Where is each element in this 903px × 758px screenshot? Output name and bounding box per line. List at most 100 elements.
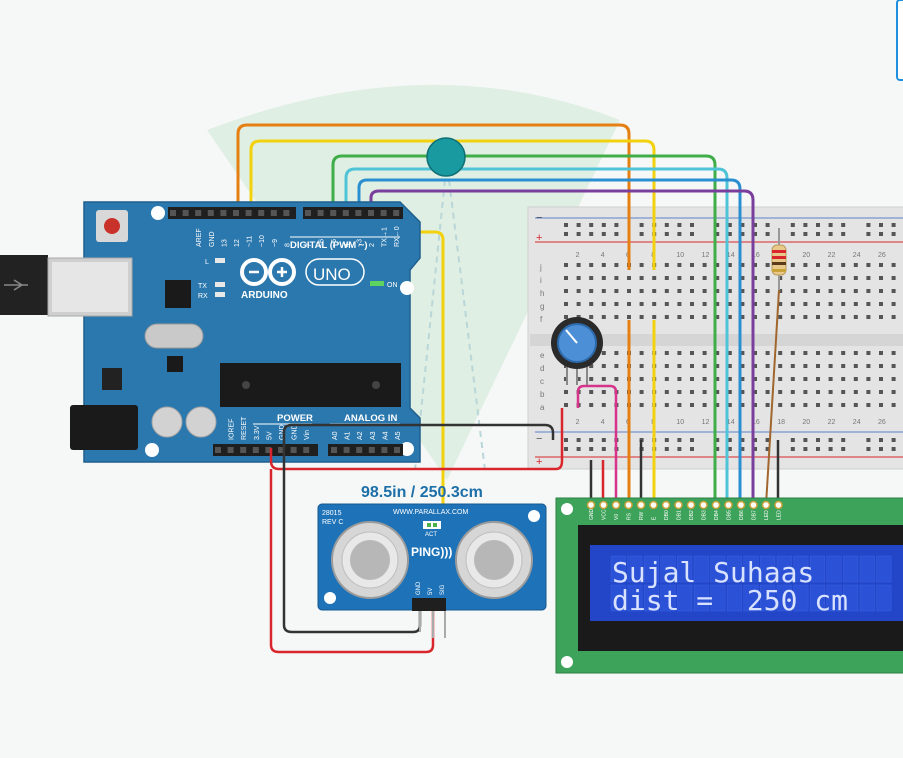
lcd-pin-label: DB0 <box>664 510 670 520</box>
power-pin-label: Vin <box>304 430 311 440</box>
sensor-detection-area <box>207 84 620 480</box>
digital-pin-label: ~6 <box>319 239 326 247</box>
wire-magenta-contrast[interactable] <box>576 384 618 505</box>
digital-header-right[interactable] <box>303 207 403 219</box>
row-letter-f: f <box>540 315 543 324</box>
lcd-pin[interactable] <box>661 500 671 510</box>
lcd-pin[interactable] <box>761 500 771 510</box>
lcd-pin[interactable] <box>624 500 633 510</box>
row-letter-i: i <box>540 276 542 285</box>
sensor-pins[interactable]: GND 5V SIG <box>412 581 446 638</box>
analog-pin-label: A1 <box>345 431 352 440</box>
wire-red-5v[interactable] <box>269 408 564 471</box>
ping-ultrasonic-sensor[interactable]: 98.5in / 250.3cm 28015 REV C WWW.PARALLA… <box>317 484 547 638</box>
lcd-pin[interactable] <box>724 500 733 510</box>
lcd-line-2: dist = 250 cm <box>612 584 848 617</box>
lcd-pin-label: DB6 <box>739 510 745 520</box>
lcd-pin-label: RS <box>627 512 633 520</box>
row-letter-d: d <box>540 364 544 373</box>
capacitor <box>185 406 217 438</box>
mount-hole <box>151 206 165 220</box>
power-jack[interactable] <box>70 405 138 450</box>
wire-green[interactable] <box>331 154 717 505</box>
mount-hole <box>400 281 414 295</box>
analog-pin-label: A0 <box>332 431 339 440</box>
ultrasonic-transducer-icon <box>331 521 409 599</box>
lcd-pin-label: LED <box>777 510 783 520</box>
sensor-name: PING))) <box>411 545 452 559</box>
column-number: 14 <box>727 419 735 426</box>
digital-pin-label: 2 <box>369 243 376 247</box>
breadboard-holes[interactable] <box>564 223 903 451</box>
power-pin-label: GND <box>279 424 286 440</box>
ultrasonic-transducer-icon <box>455 521 533 599</box>
row-letter-e: e <box>540 351 545 360</box>
chip <box>167 356 183 372</box>
wire-orange[interactable] <box>236 123 631 505</box>
sensor-pin-5v: 5V <box>428 588 434 595</box>
analog-header[interactable] <box>328 444 403 456</box>
power-header-label: POWER <box>277 413 313 424</box>
column-number: 10 <box>676 419 684 426</box>
wire-blue[interactable] <box>357 178 742 505</box>
digital-pin-label: ~10 <box>259 235 266 247</box>
lcd-pin[interactable] <box>699 500 708 510</box>
usb-chip <box>165 280 191 308</box>
column-number: 10 <box>676 252 684 259</box>
wire-cyan[interactable] <box>344 167 729 505</box>
led-l-label: L <box>205 259 209 266</box>
lcd-pin[interactable] <box>599 500 608 510</box>
lcd-pin[interactable] <box>674 500 683 510</box>
lcd-pin[interactable] <box>686 500 696 510</box>
on-led-label: ON <box>387 282 398 289</box>
lcd-pin[interactable] <box>774 500 783 510</box>
column-number: 20 <box>802 419 810 426</box>
lcd-pin[interactable] <box>611 500 621 510</box>
column-number: 4 <box>601 252 605 259</box>
wire-brown[interactable] <box>765 289 780 506</box>
lcd-pin[interactable] <box>649 500 658 510</box>
digital-pin-label: ~3 <box>356 239 363 247</box>
wire-black-gnd[interactable] <box>282 423 555 448</box>
resistor[interactable] <box>771 228 787 290</box>
reset-button-icon[interactable] <box>96 210 128 242</box>
lcd-pin[interactable] <box>736 500 746 510</box>
usb-connector-icon[interactable] <box>0 255 133 317</box>
column-number: 2 <box>576 419 580 426</box>
row-letter-j: j <box>539 263 542 272</box>
column-number: 14 <box>727 252 735 259</box>
potentiometer-icon[interactable] <box>551 317 603 385</box>
column-number: 4 <box>601 419 605 426</box>
mount-hole <box>400 442 414 456</box>
lcd-pin[interactable] <box>711 500 721 510</box>
column-number: 26 <box>878 252 886 259</box>
led-tx <box>215 282 225 287</box>
bottom-rail-plus-label: + <box>536 456 542 468</box>
row-letter-g: g <box>540 302 544 311</box>
lcd-pin-label: E <box>652 516 658 520</box>
regulator <box>102 368 122 390</box>
wire-red-sensor[interactable] <box>269 469 435 654</box>
column-number: 16 <box>752 252 760 259</box>
sensor-act-label: ACT <box>425 532 437 538</box>
led-tx-label: TX <box>198 283 207 290</box>
lcd-pin[interactable] <box>749 500 758 510</box>
lcd-line-1: Sujal Suhaas <box>612 556 814 589</box>
column-number: 22 <box>828 252 836 259</box>
column-number: 18 <box>777 419 785 426</box>
wire-purple[interactable] <box>369 189 755 505</box>
lcd-pin-label: GND <box>589 509 595 521</box>
lcd-pin[interactable] <box>586 500 596 510</box>
lcd-pin[interactable] <box>636 500 646 510</box>
crystal-oscillator <box>144 323 204 349</box>
lcd-pin-label: DB1 <box>677 510 683 520</box>
sensor-object-handle[interactable] <box>426 137 466 177</box>
column-number: 24 <box>853 419 861 426</box>
analog-pin-label: A2 <box>357 431 364 440</box>
side-panel-edge[interactable] <box>896 0 903 81</box>
analog-header-label: ANALOG IN <box>344 413 397 424</box>
